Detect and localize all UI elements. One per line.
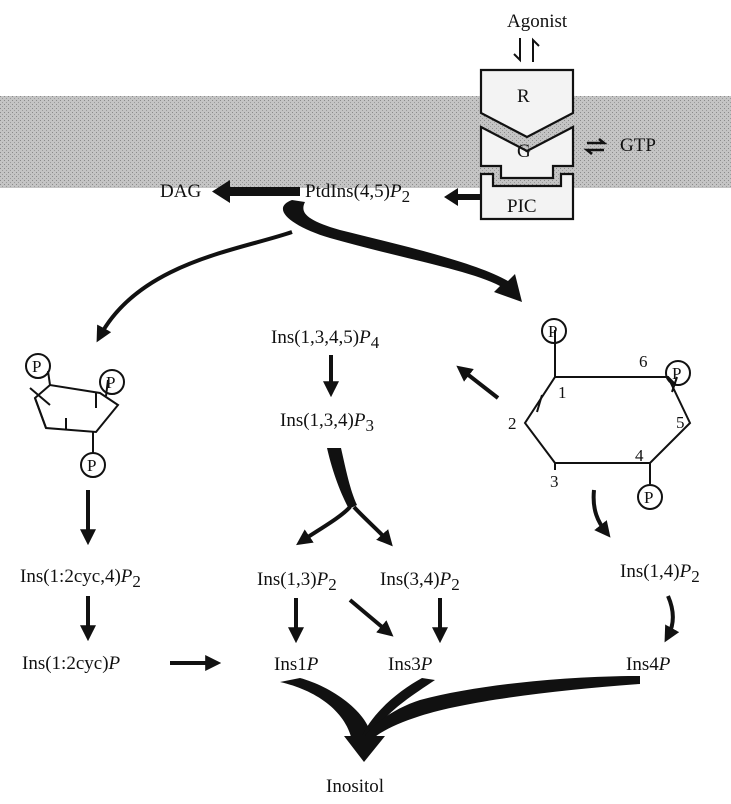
ins34p2-label: Ins(3,4)P2 xyxy=(380,569,460,594)
phosphate-label: P xyxy=(32,357,41,376)
ptdins-label: PtdIns(4,5)P2 xyxy=(305,181,410,206)
branch-to-cyclic-arrow xyxy=(96,230,293,343)
phosphate-circle xyxy=(99,369,125,395)
ins134p3-fork-arrows xyxy=(296,448,393,547)
ring-number: 4 xyxy=(635,446,644,465)
pic-to-ptdins-arrow xyxy=(444,188,480,206)
ring-number: 6 xyxy=(639,352,648,371)
phosphate-label: P xyxy=(548,322,557,341)
pic-label: PIC xyxy=(507,196,537,217)
phosphate-circle xyxy=(25,353,51,379)
inositol-label: Inositol xyxy=(326,776,384,797)
ins134p3-label: Ins(1,3,4)P3 xyxy=(280,410,374,435)
phosphate-label: P xyxy=(644,488,653,507)
phosphate-label: P xyxy=(672,364,681,383)
receptor-label: R xyxy=(517,86,530,107)
gprotein-label: G xyxy=(517,141,531,162)
ins12cyc4p2-label: Ins(1:2cyc,4)P2 xyxy=(20,566,141,591)
converging-flows-to-inositol xyxy=(280,676,640,762)
ins12cycp-label: Ins(1:2cyc)P xyxy=(22,653,121,674)
cell-membrane xyxy=(0,96,731,188)
inositol-ring-structure xyxy=(523,330,692,484)
gprotein-box xyxy=(479,125,575,180)
gtp-exchange-arrows xyxy=(583,138,608,155)
ins1345p4-label: Ins(1,3,4,5)P4 xyxy=(271,327,380,352)
phosphate-circle xyxy=(541,318,567,344)
ring-to-ins14p2-arrow xyxy=(591,489,611,538)
ins1p-label: Ins1P xyxy=(274,654,319,675)
hydrolysis-swoosh xyxy=(282,200,522,302)
cyclic-inositol-structure xyxy=(29,370,120,453)
phosphate-label: P xyxy=(87,456,96,475)
phosphate-circle xyxy=(665,360,691,386)
ring-number: 1 xyxy=(558,383,567,402)
ring-number: 3 xyxy=(550,472,559,491)
phosphate-label: P xyxy=(106,373,115,392)
ins13p2-to-ins3p-arrow xyxy=(348,598,394,637)
ring-number: 2 xyxy=(508,414,517,433)
dag-label: DAG xyxy=(160,181,201,202)
agonist-equilibrium-arrows xyxy=(513,37,540,63)
agonist-label: Agonist xyxy=(507,11,568,32)
ins14p2-label: Ins(1,4)P2 xyxy=(620,561,700,586)
ins3p-label: Ins3P xyxy=(388,654,433,675)
ins4p-label: Ins4P xyxy=(626,654,671,675)
ins13p2-label: Ins(1,3)P2 xyxy=(257,569,337,594)
ins14p2-to-ins4p-arrow xyxy=(664,595,680,643)
ptdins-to-dag-arrow xyxy=(212,180,300,203)
receptor-box xyxy=(479,68,575,139)
gtp-label: GTP xyxy=(620,135,656,156)
phosphate-circle xyxy=(637,484,663,510)
pic-box xyxy=(479,172,575,221)
receptor-complex xyxy=(479,68,575,221)
ring-to-ins1345p4-arrow xyxy=(456,365,500,400)
ring-number: 5 xyxy=(676,413,685,432)
phosphate-circle xyxy=(80,452,106,478)
